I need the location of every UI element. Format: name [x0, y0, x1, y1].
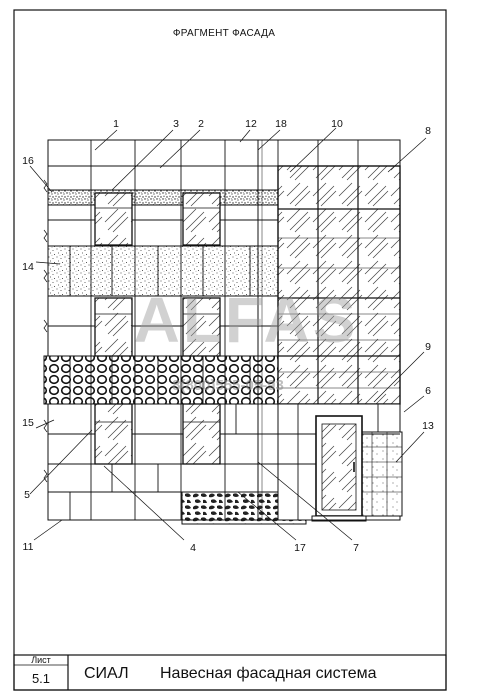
callout-label: 3 [173, 118, 179, 130]
callout-label: 11 [23, 541, 34, 553]
callout-label: 12 [245, 118, 257, 130]
callout-label: 4 [190, 542, 196, 554]
watermark: ALFAS 8(800)555-05-93 [134, 284, 359, 394]
callout-label: 14 [22, 261, 34, 273]
callout-label: 8 [425, 125, 431, 137]
stone-band [47, 245, 279, 297]
dense-band [47, 189, 279, 206]
callout-labels: 1 3 2 12 18 10 8 16 14 15 9 6 13 5 11 4 … [22, 118, 434, 554]
sheet-number: 5.1 [32, 671, 50, 686]
sheet-label: Лист [31, 655, 51, 665]
callout-label: 9 [425, 341, 431, 353]
callout-label: 13 [422, 420, 434, 432]
watermark-logo: ALFAS [134, 284, 359, 356]
callout-label: 1 [113, 118, 119, 130]
leader-lines [29, 127, 427, 541]
callout-label: 16 [22, 155, 34, 167]
callout-label: 17 [294, 542, 306, 554]
drawing-title: ФРАГМЕНТ ФАСАДА [173, 28, 275, 39]
project-name: Навесная фасадная система [160, 665, 377, 682]
tile-cladding [357, 431, 403, 517]
watermark-phone: 8(800)555-05-93 [172, 377, 284, 394]
window [94, 192, 221, 465]
callout-label: 7 [353, 542, 359, 554]
perforated-band [43, 355, 279, 405]
callout-label: 18 [275, 118, 287, 130]
callout-label: 15 [22, 417, 34, 429]
callout-label: 10 [331, 118, 343, 130]
title-block [13, 654, 447, 691]
callout-label: 6 [425, 385, 431, 397]
company-name: СИАЛ [84, 665, 129, 682]
callout-label: 5 [24, 489, 30, 501]
callout-label: 2 [198, 118, 204, 130]
